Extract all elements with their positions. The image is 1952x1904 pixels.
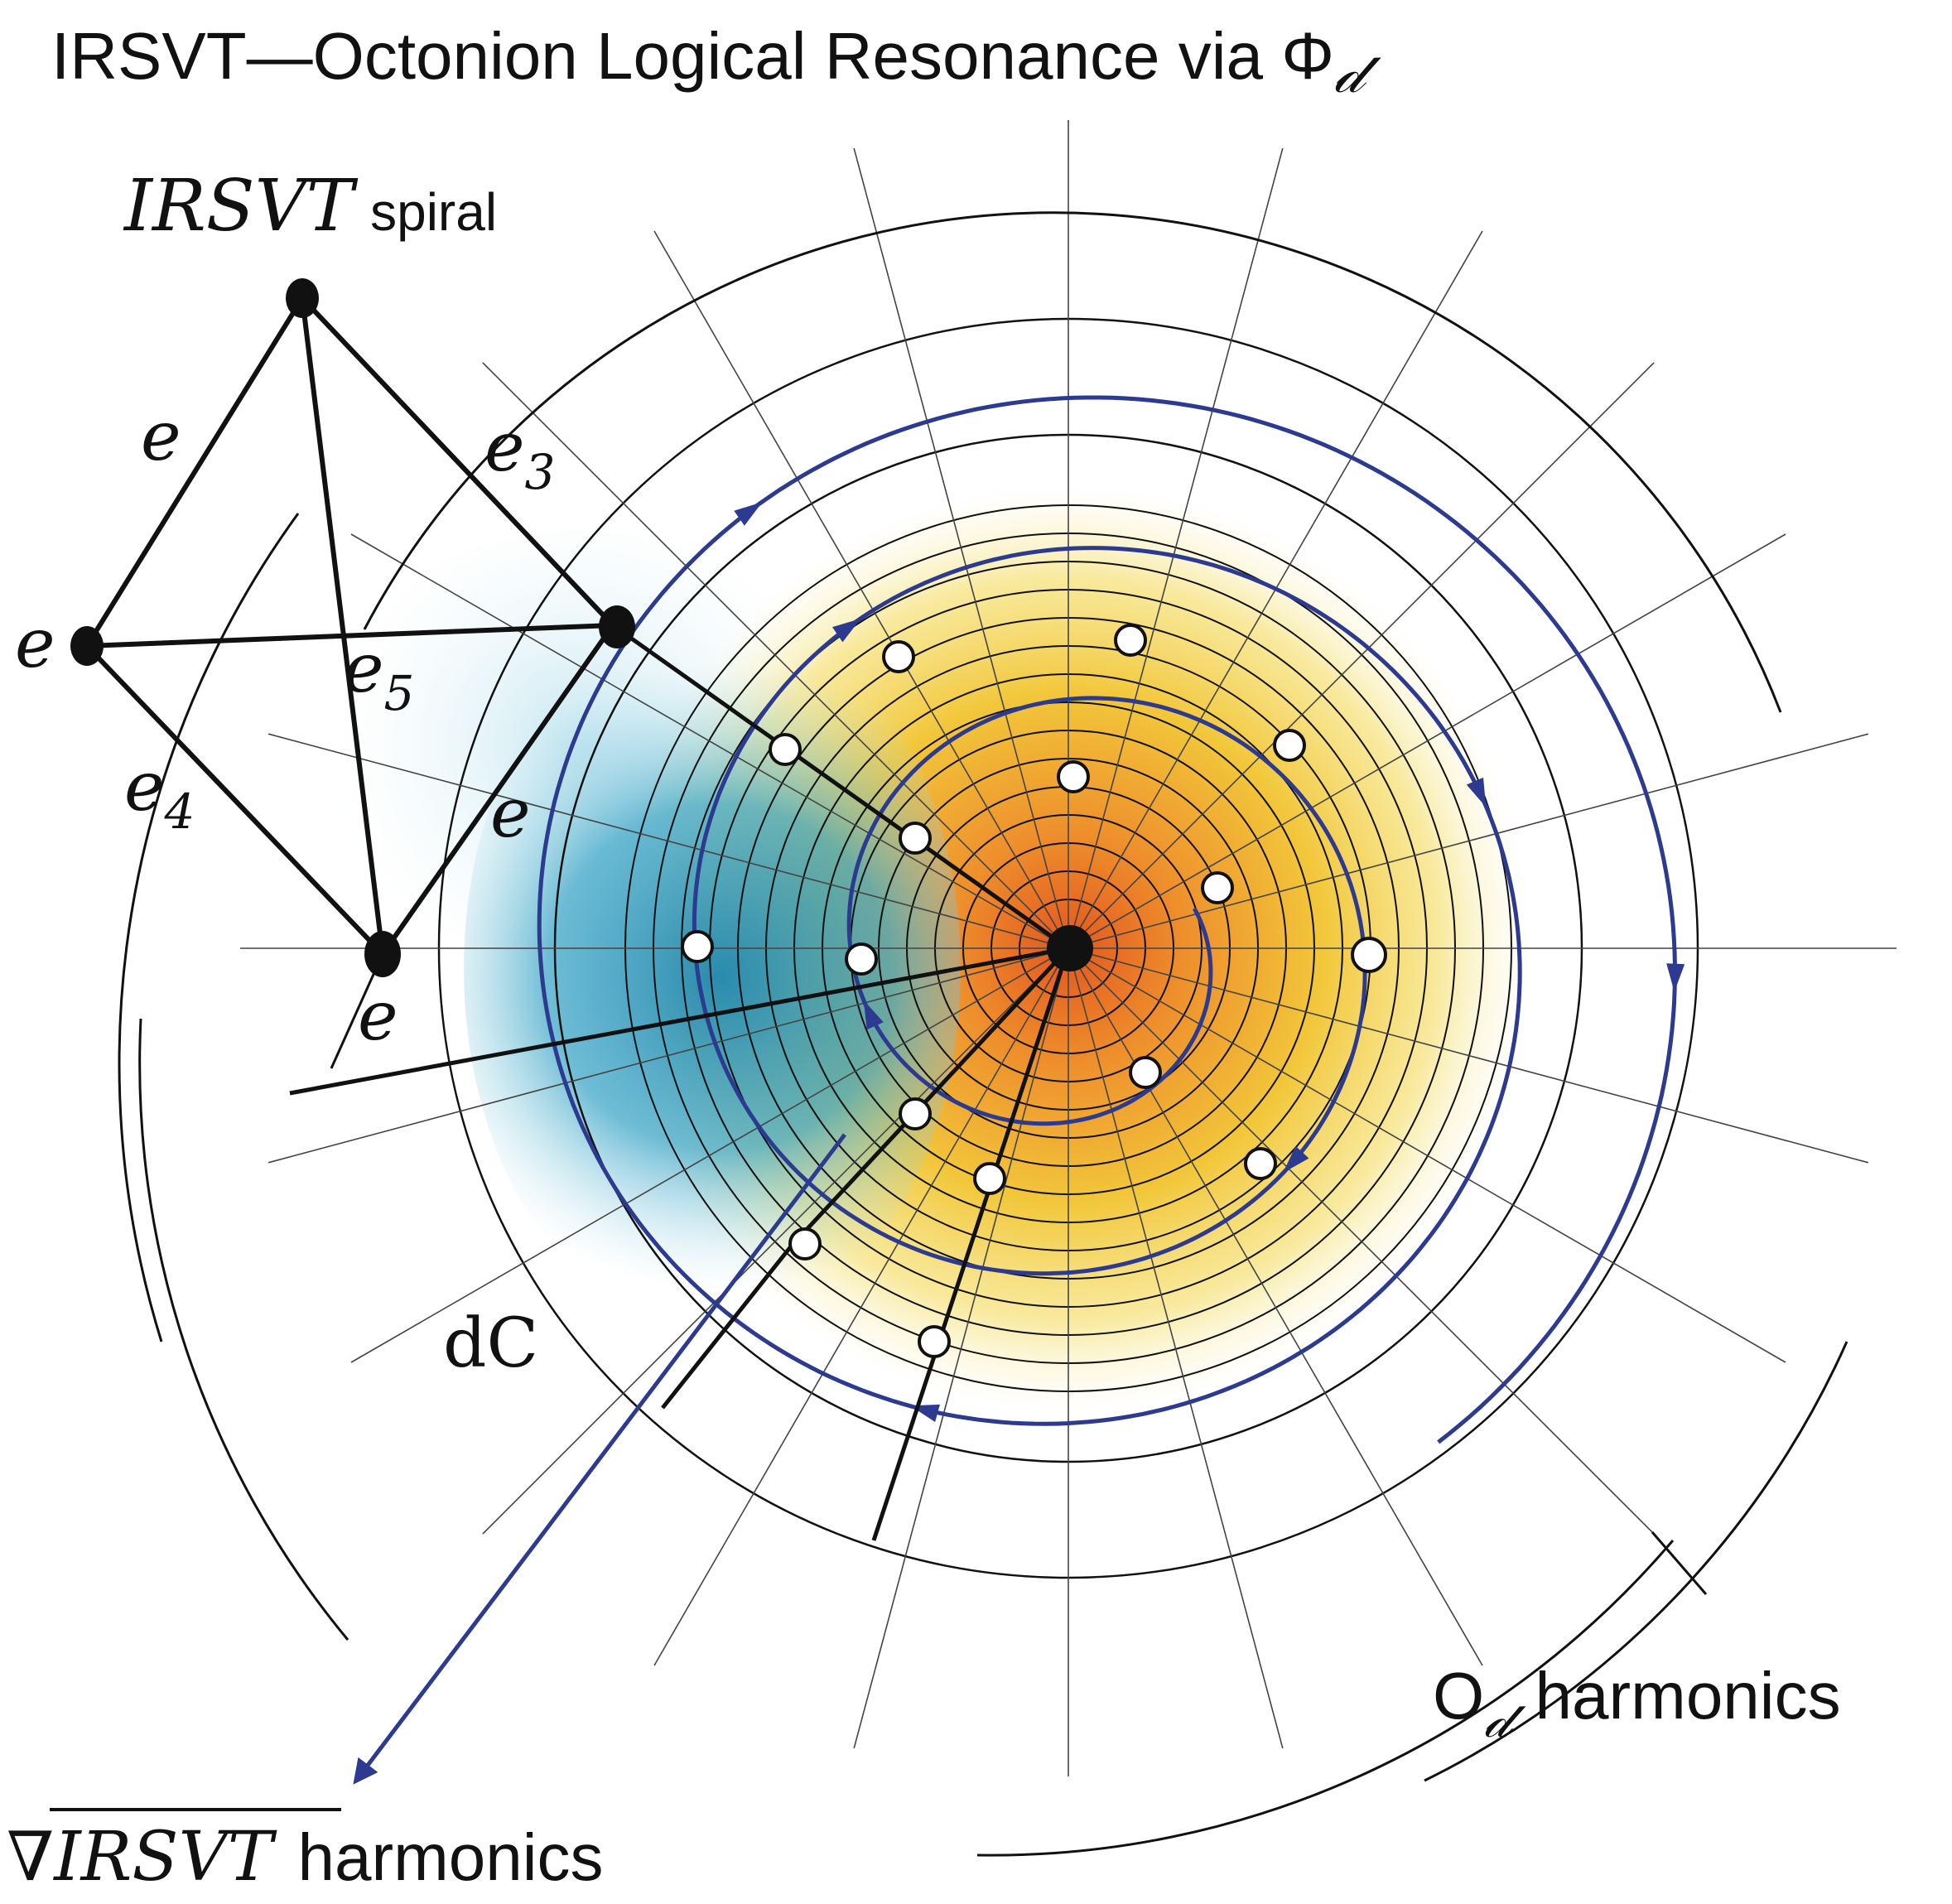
e3-base: e bbox=[484, 408, 525, 487]
spiral-arrow bbox=[863, 1000, 884, 1030]
vertex-label-e-bottom: e bbox=[358, 977, 398, 1056]
node bbox=[899, 1097, 932, 1130]
edge-label-e-top-left: e bbox=[141, 398, 181, 476]
edge-label-e3: e3 bbox=[484, 408, 555, 500]
grid-spoke bbox=[1079, 959, 1655, 1535]
node bbox=[1129, 1056, 1162, 1089]
grid-spoke bbox=[1072, 964, 1284, 1749]
edge-label-e5: e5 bbox=[344, 629, 414, 721]
phi-subscript: 𝒹 bbox=[1334, 40, 1381, 104]
grid-spoke bbox=[1076, 230, 1483, 935]
grid-spoke bbox=[653, 962, 1061, 1666]
e5-base: e bbox=[344, 629, 384, 708]
e3-sub: 3 bbox=[525, 444, 556, 500]
grid-spoke bbox=[853, 147, 1065, 933]
e5-sub: 5 bbox=[384, 665, 415, 721]
phi-symbol: Φ bbox=[1281, 19, 1334, 93]
node bbox=[882, 640, 915, 673]
grad-italic: IRSVT bbox=[52, 1818, 277, 1897]
spiral-label-italic: IRSVT bbox=[123, 165, 359, 248]
grid-spoke bbox=[1082, 533, 1786, 941]
grid-spoke bbox=[482, 959, 1058, 1535]
e4-sub: 4 bbox=[164, 783, 195, 840]
octonion-o: O bbox=[1433, 1659, 1484, 1733]
grid-spoke bbox=[267, 952, 1053, 1164]
radial-lines bbox=[289, 623, 1071, 1541]
spiral-arrow bbox=[734, 502, 763, 526]
node bbox=[769, 733, 802, 766]
vertex-right bbox=[599, 605, 635, 648]
grid-spoke bbox=[267, 733, 1053, 945]
grad-word: harmonics bbox=[297, 1820, 603, 1894]
node bbox=[1244, 1147, 1277, 1180]
node bbox=[1201, 871, 1234, 904]
node bbox=[918, 1325, 951, 1358]
grid-spoke bbox=[482, 362, 1058, 938]
title-text: IRSVT—Octonion Logical Resonance via bbox=[51, 19, 1281, 93]
node bbox=[1057, 760, 1090, 793]
spiral-arrow bbox=[1466, 777, 1487, 807]
node bbox=[1114, 624, 1147, 657]
spiral-arrow bbox=[1666, 963, 1685, 992]
gradient-harmonics-label: ∇IRSVT harmonics bbox=[7, 1818, 604, 1897]
grid-spoke bbox=[350, 533, 1055, 941]
title: IRSVT—Octonion Logical Resonance via Φ𝒹 bbox=[51, 19, 1381, 104]
node bbox=[1351, 937, 1387, 973]
edge-label-e4: e4 bbox=[124, 748, 195, 840]
node-markers bbox=[681, 624, 1387, 1358]
octonion-word: harmonics bbox=[1535, 1659, 1841, 1733]
dc-label: dC bbox=[443, 1304, 538, 1383]
node bbox=[899, 822, 932, 855]
grid-spoke bbox=[1072, 147, 1284, 933]
frame-vertices bbox=[70, 278, 1093, 977]
nabla-symbol: ∇ bbox=[7, 1818, 54, 1897]
vertex-bottom bbox=[364, 931, 401, 977]
spiral-arrow bbox=[1283, 1145, 1309, 1174]
node bbox=[1273, 729, 1306, 762]
gradient-arrow bbox=[353, 1133, 846, 1785]
node bbox=[788, 1227, 822, 1260]
e4-base: e bbox=[124, 748, 165, 827]
octonion-sub: 𝒹 bbox=[1484, 1689, 1526, 1749]
node bbox=[973, 1162, 1006, 1195]
outer-arcs bbox=[118, 211, 1848, 1857]
grid-spoke bbox=[653, 230, 1061, 935]
node bbox=[681, 930, 714, 963]
grid-spoke bbox=[853, 964, 1065, 1749]
vertex-top bbox=[286, 278, 319, 318]
grid-spoke bbox=[1084, 952, 1869, 1164]
spiral-label-word: spiral bbox=[370, 182, 497, 242]
vertex-label-e-left: e bbox=[15, 605, 55, 683]
vertex-left bbox=[70, 626, 104, 666]
center-node bbox=[1047, 925, 1093, 971]
grid-spoke bbox=[350, 956, 1055, 1363]
node bbox=[845, 942, 878, 976]
grid-spoke bbox=[1084, 733, 1869, 945]
edge-label-e-right: e bbox=[490, 774, 531, 853]
spiral-arrow bbox=[831, 619, 861, 643]
octonion-frame bbox=[84, 296, 615, 1069]
